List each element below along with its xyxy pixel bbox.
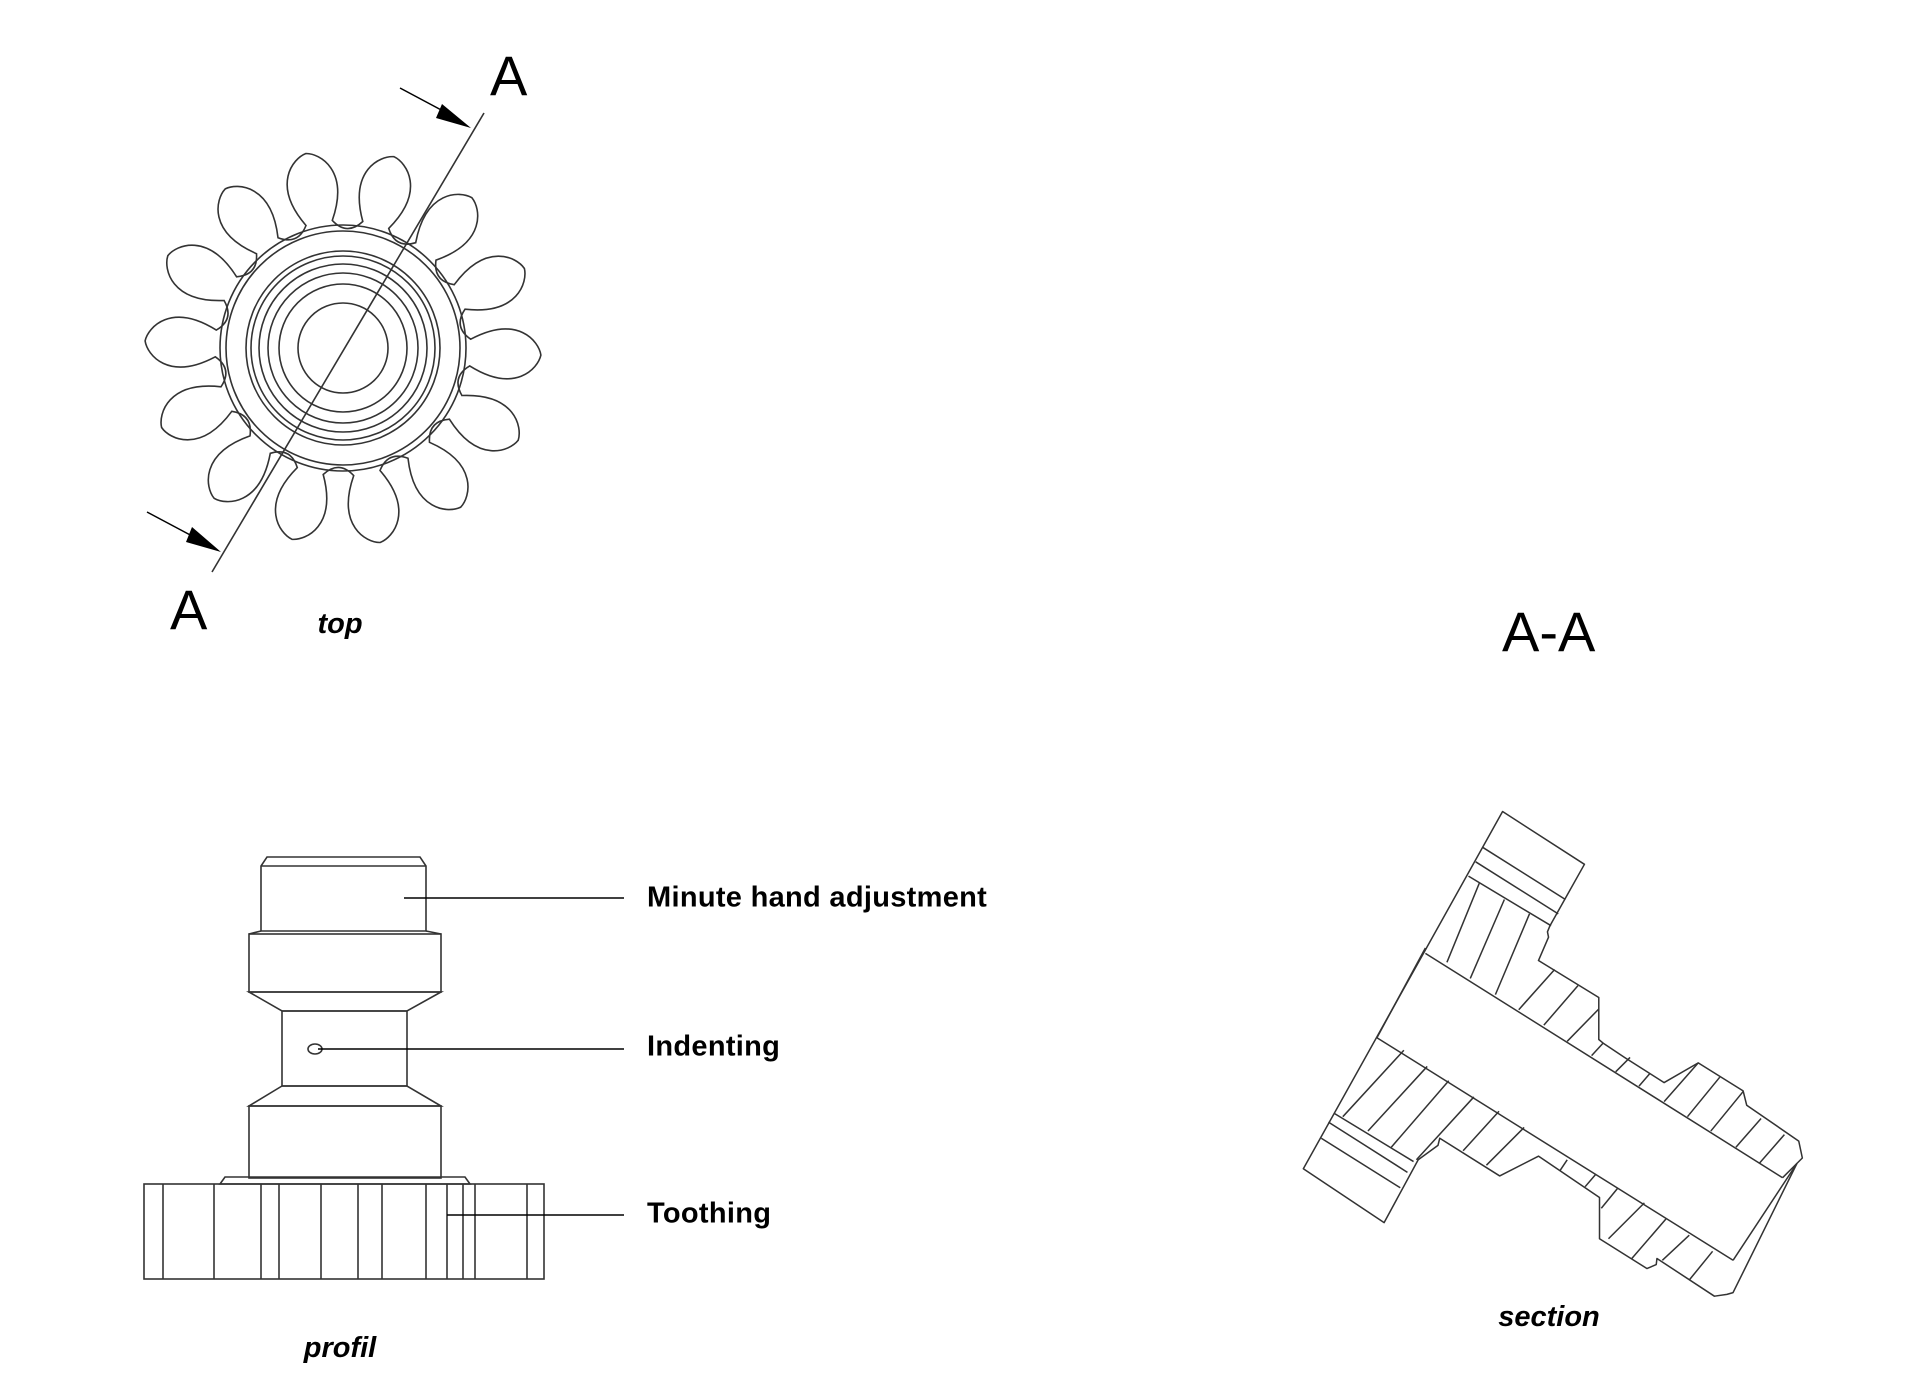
gear-ring xyxy=(225,230,461,466)
section-mark-bottom: A xyxy=(170,578,208,641)
hatch-line xyxy=(1607,1202,1645,1240)
section-arrow-top xyxy=(399,87,471,128)
section-mark-top: A xyxy=(490,44,528,107)
gear-ring xyxy=(267,272,419,424)
hatch-line xyxy=(1615,1056,1631,1073)
hatch-line xyxy=(1559,1159,1568,1171)
gear-ring xyxy=(278,283,408,413)
profile-view-part xyxy=(143,856,545,1280)
section-arrow-bottom xyxy=(146,511,221,552)
section-line xyxy=(211,112,485,573)
top-view-gear xyxy=(144,112,542,573)
gear-ring xyxy=(250,255,436,441)
hatch-line xyxy=(1735,1117,1762,1148)
hatch-line xyxy=(1518,968,1556,1011)
collar xyxy=(248,933,442,993)
bore-top xyxy=(1424,952,1784,1179)
hatch-line xyxy=(1686,1076,1721,1118)
top-cap xyxy=(260,856,427,932)
section-outline xyxy=(1302,810,1804,1297)
hatch-line xyxy=(1600,1188,1619,1209)
top-view-caption: top xyxy=(317,608,363,640)
upper-chamfer xyxy=(246,991,445,1012)
section-caption: section xyxy=(1498,1301,1600,1333)
hatch-line xyxy=(1446,883,1480,963)
callout-toothing: Toothing xyxy=(647,1197,772,1230)
section-title: A-A xyxy=(1502,600,1596,663)
lower-cylinder xyxy=(248,1105,442,1179)
bore-bottom xyxy=(1376,1037,1734,1261)
lower-chamfer xyxy=(246,1085,444,1107)
hatch-line xyxy=(1469,899,1506,979)
gear-ring xyxy=(297,302,389,394)
hatch-line xyxy=(1566,1008,1600,1042)
gear-body xyxy=(143,1183,545,1280)
hatch-line xyxy=(1342,1049,1405,1118)
gear-teeth-outline xyxy=(144,152,542,544)
hatch-line xyxy=(1710,1091,1744,1132)
hatch-line xyxy=(1758,1134,1785,1164)
section-hatching xyxy=(1342,883,1785,1281)
gear-ring xyxy=(258,263,428,433)
hatch-line xyxy=(1661,1234,1690,1261)
gear-tooth-lines xyxy=(162,1184,528,1279)
profile-caption: profil xyxy=(303,1332,377,1364)
hatch-line xyxy=(1663,1062,1699,1103)
hatch-line xyxy=(1367,1065,1428,1132)
hatch-line xyxy=(1638,1073,1651,1087)
gear-ring xyxy=(245,250,441,446)
callout-indenting: Indenting xyxy=(647,1030,781,1063)
section-view-part xyxy=(1302,810,1804,1297)
hatch-line xyxy=(1390,1080,1450,1148)
gear-rings xyxy=(219,224,467,472)
hatch-line xyxy=(1584,1173,1597,1188)
hatch-line xyxy=(1485,1126,1525,1166)
hatch-line xyxy=(1688,1250,1714,1281)
hatch-line xyxy=(1591,1042,1604,1057)
callout-leaders xyxy=(318,897,624,1216)
hatch-line xyxy=(1494,913,1531,995)
hatch-line xyxy=(1631,1218,1667,1259)
hatch-line xyxy=(1415,1096,1475,1161)
callout-minute-hand-adjustment: Minute hand adjustment xyxy=(647,881,988,914)
hatch-line xyxy=(1543,985,1579,1026)
flange-bands xyxy=(1320,846,1566,1189)
hatch-line xyxy=(1462,1110,1500,1152)
gear-ring xyxy=(219,224,467,472)
